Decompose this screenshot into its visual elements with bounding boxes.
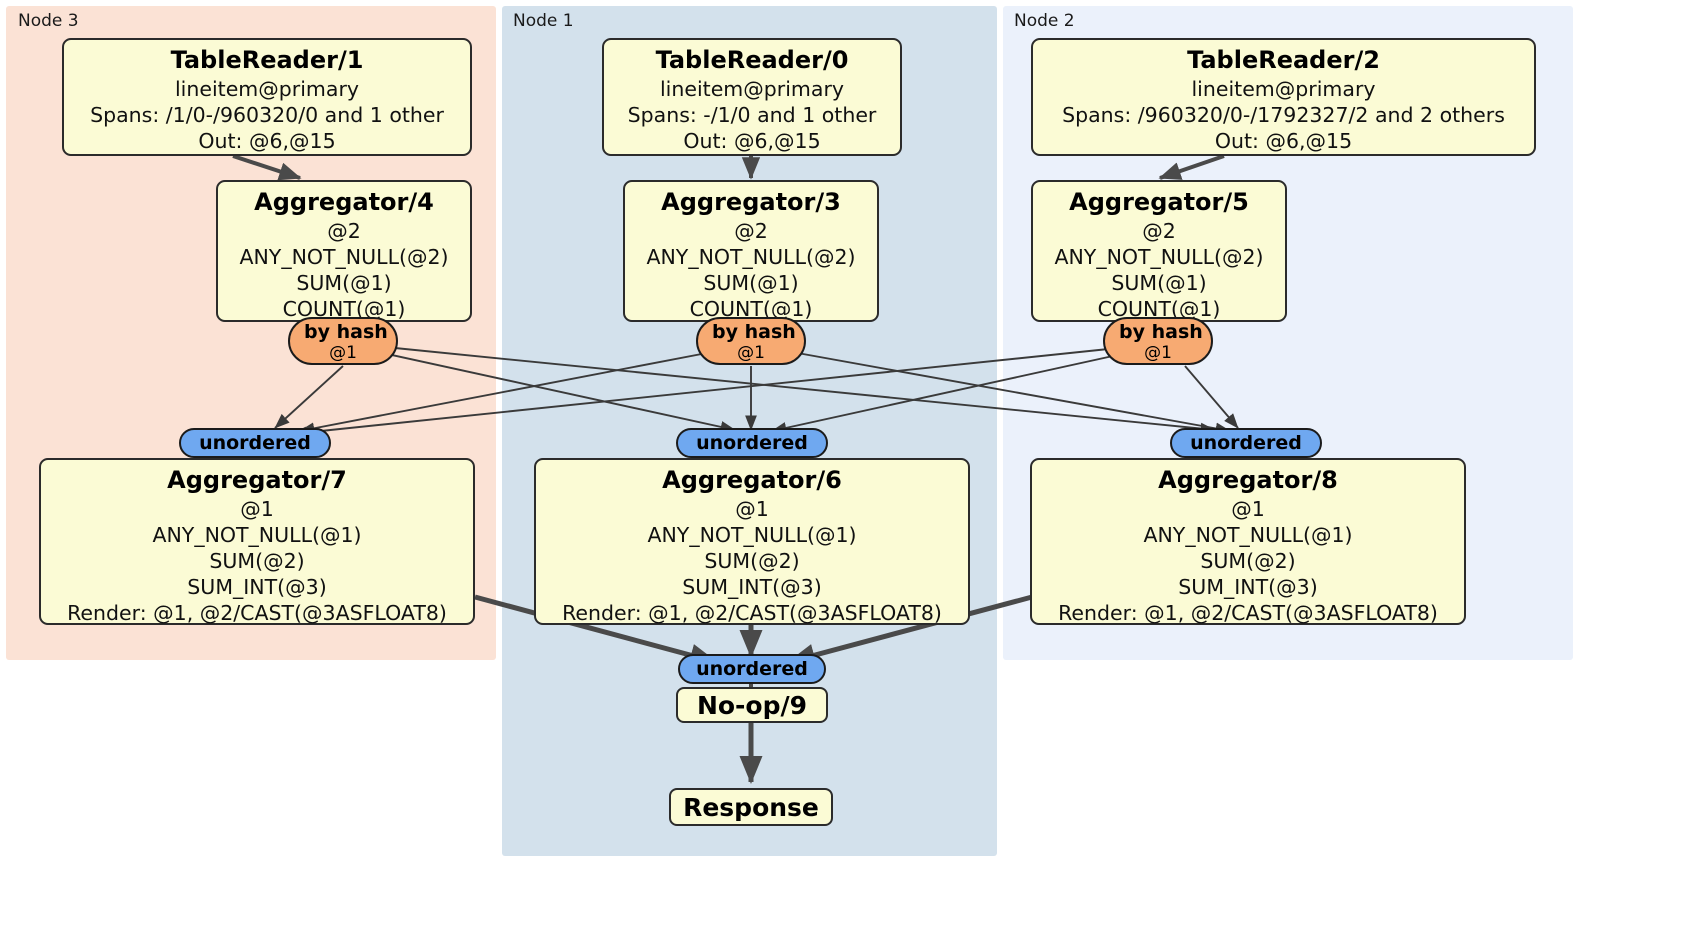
processor-line: Out: @6,@15 [683,128,821,153]
processor-line: ANY_NOT_NULL(@2) [239,244,449,269]
processor-line: Spans: -/1/0 and 1 other [627,102,877,127]
processor-line: lineitem@primary [174,76,360,101]
router-label: by hash [1119,321,1203,343]
processor-line: @2 [734,218,768,243]
processor-line: @1 [735,496,769,521]
processor-line: Spans: /1/0-/960320/0 and 1 other [90,102,444,127]
router-by-hash-center[interactable]: by hash @1 [696,317,806,365]
processor-line: Render: @1, @2/CAST(@3ASFLOAT8) [67,600,447,625]
processor-no-op-9[interactable]: No-op/9 [676,687,828,723]
node-region-label-node1: Node 1 [513,11,574,31]
processor-table-reader-1[interactable]: TableReader/1 lineitem@primary Spans: /1… [62,38,472,156]
processor-line: SUM_INT(@3) [1178,574,1318,599]
processor-line: @1 [1231,496,1265,521]
router-label: unordered [696,432,808,454]
processor-line: SUM(@2) [704,548,800,573]
node-region-label-node2: Node 2 [1014,11,1075,31]
processor-line: lineitem@primary [659,76,845,101]
router-by-hash-right[interactable]: by hash @1 [1103,317,1213,365]
router-label: unordered [696,658,808,680]
processor-line: SUM_INT(@3) [682,574,822,599]
router-sublabel: @1 [329,342,357,363]
router-unordered-left[interactable]: unordered [179,428,331,458]
processor-title: Aggregator/6 [662,466,842,494]
processor-line: ANY_NOT_NULL(@2) [646,244,856,269]
processor-line: Out: @6,@15 [1214,128,1353,153]
router-label: by hash [712,321,796,343]
processor-aggregator-6[interactable]: Aggregator/6 @1 ANY_NOT_NULL(@1) SUM(@2)… [534,458,970,625]
processor-aggregator-5[interactable]: Aggregator/5 @2 ANY_NOT_NULL(@2) SUM(@1)… [1031,180,1287,322]
processor-line: Render: @1, @2/CAST(@3ASFLOAT8) [562,600,942,625]
processor-table-reader-0[interactable]: TableReader/0 lineitem@primary Spans: -/… [602,38,902,156]
processor-line: lineitem@primary [1191,76,1376,101]
node-region-label-node3: Node 3 [18,11,79,31]
processor-title: Response [683,792,819,822]
router-label: unordered [199,432,311,454]
router-unordered-center[interactable]: unordered [676,428,828,458]
processor-line: Out: @6,@15 [198,128,336,153]
processor-response[interactable]: Response [669,788,833,826]
processor-title: Aggregator/7 [167,466,347,494]
processor-line: ANY_NOT_NULL(@2) [1054,244,1264,269]
router-unordered-right[interactable]: unordered [1170,428,1322,458]
processor-title: Aggregator/4 [254,188,434,216]
processor-line: SUM_INT(@3) [187,574,327,599]
processor-line: COUNT(@1) [1097,296,1221,321]
processor-title: TableReader/1 [170,46,364,74]
router-sublabel: @1 [1144,342,1172,363]
processor-line: Spans: /960320/0-/1792327/2 and 2 others [1062,102,1505,127]
router-sublabel: @1 [737,342,765,363]
processor-title: TableReader/0 [655,46,849,74]
processor-title: Aggregator/3 [661,188,841,216]
processor-aggregator-7[interactable]: Aggregator/7 @1 ANY_NOT_NULL(@1) SUM(@2)… [39,458,475,625]
processor-table-reader-2[interactable]: TableReader/2 lineitem@primary Spans: /9… [1031,38,1536,156]
processor-aggregator-3[interactable]: Aggregator/3 @2 ANY_NOT_NULL(@2) SUM(@1)… [623,180,879,322]
router-unordered-final[interactable]: unordered [678,654,826,684]
router-by-hash-left[interactable]: by hash @1 [288,317,398,365]
processor-line: SUM(@2) [209,548,305,573]
processor-title: Aggregator/8 [1158,466,1338,494]
processor-line: SUM(@1) [296,270,392,295]
processor-line: @2 [327,218,361,243]
processor-line: ANY_NOT_NULL(@1) [647,522,857,547]
processor-line: ANY_NOT_NULL(@1) [152,522,362,547]
processor-line: SUM(@2) [1200,548,1296,573]
processor-line: COUNT(@1) [282,296,406,321]
processor-aggregator-8[interactable]: Aggregator/8 @1 ANY_NOT_NULL(@1) SUM(@2)… [1030,458,1466,625]
processor-line: Render: @1, @2/CAST(@3ASFLOAT8) [1058,600,1438,625]
processor-line: ANY_NOT_NULL(@1) [1143,522,1353,547]
processor-line: COUNT(@1) [689,296,813,321]
processor-line: SUM(@1) [703,270,799,295]
router-label: by hash [304,321,388,343]
processor-title: No-op/9 [696,690,808,720]
processor-aggregator-4[interactable]: Aggregator/4 @2 ANY_NOT_NULL(@2) SUM(@1)… [216,180,472,322]
processor-title: Aggregator/5 [1069,188,1249,216]
router-label: unordered [1190,432,1302,454]
processor-line: @2 [1142,218,1176,243]
processor-title: TableReader/2 [1187,46,1380,74]
processor-line: SUM(@1) [1111,270,1207,295]
processor-line: @1 [240,496,274,521]
